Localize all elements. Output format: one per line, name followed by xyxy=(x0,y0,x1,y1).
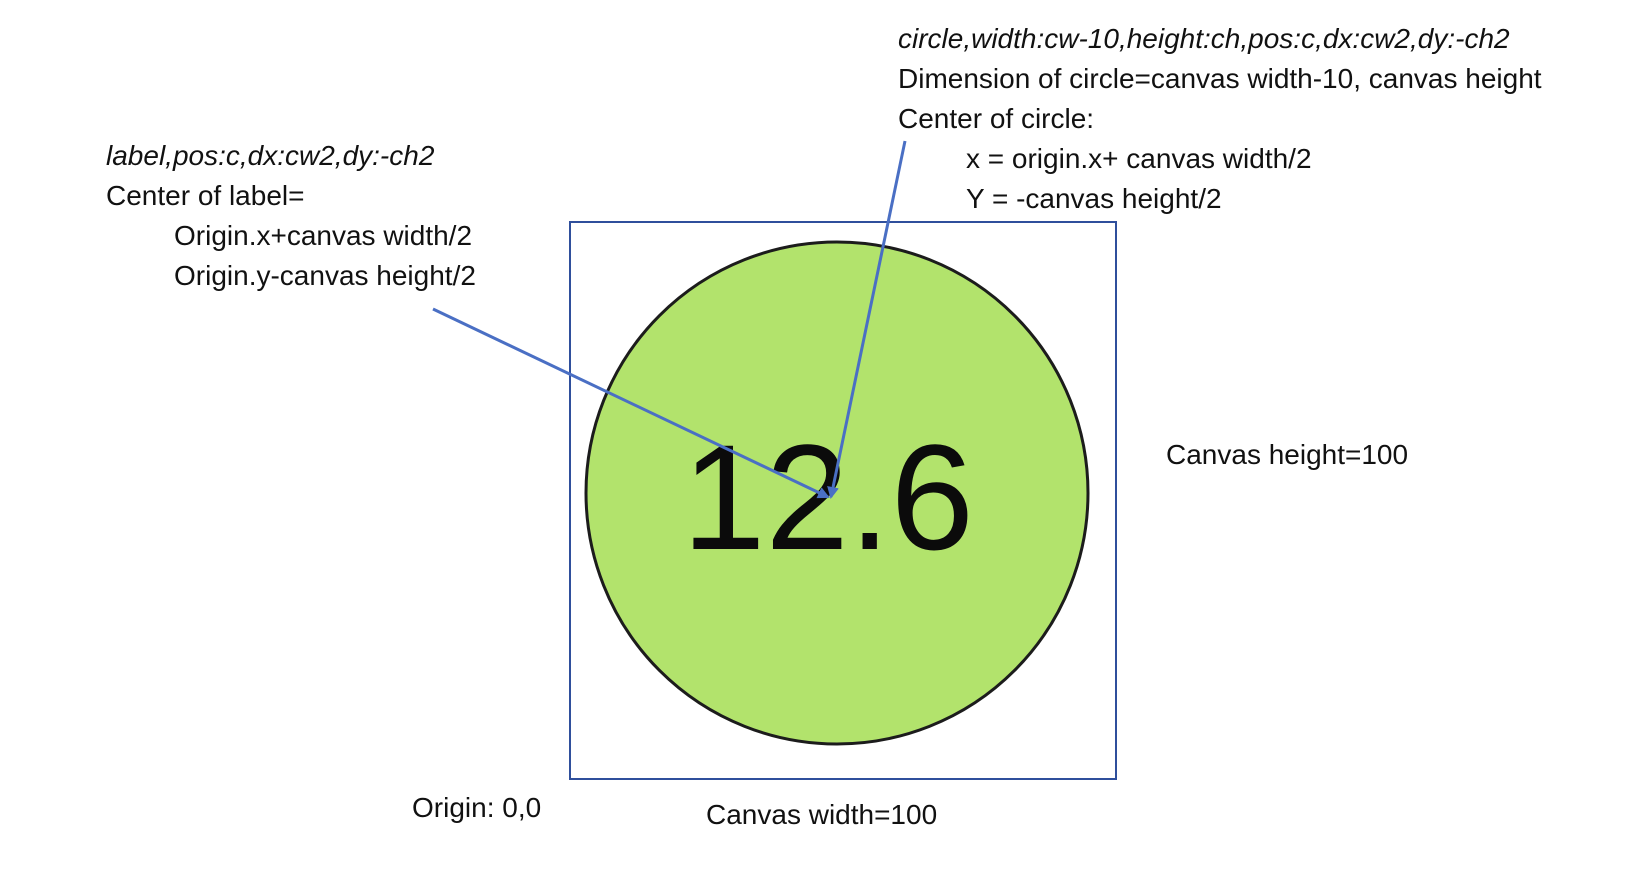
label-annotation-line3: Origin.y-canvas height/2 xyxy=(174,260,476,291)
canvas-width-label: Canvas width=100 xyxy=(706,799,938,830)
circle-center-arrow xyxy=(827,140,907,499)
canvas-height-label: Canvas height=100 xyxy=(1166,439,1409,470)
circle-annotation-line3: x = origin.x+ canvas width/2 xyxy=(966,143,1312,174)
origin-label: Origin: 0,0 xyxy=(412,792,542,823)
label-annotation: label,pos:c,dx:cw2,dy:-ch2 Center of lab… xyxy=(106,136,476,296)
circle-annotation-line2: Center of circle: xyxy=(898,103,1095,134)
circle-annotation-line4: Y = -canvas height/2 xyxy=(966,183,1222,214)
label-center-arrow xyxy=(432,307,830,499)
canvas-boundary xyxy=(569,221,1117,780)
circle-annotation-line1: Dimension of circle=canvas width-10, can… xyxy=(898,63,1542,94)
circle-annotation: circle,width:cw-10,height:ch,pos:c,dx:cw… xyxy=(898,19,1542,219)
label-annotation-line1: Center of label= xyxy=(106,180,305,211)
circle-annotation-code: circle,width:cw-10,height:ch,pos:c,dx:cw… xyxy=(898,23,1510,54)
label-annotation-code: label,pos:c,dx:cw2,dy:-ch2 xyxy=(106,140,435,171)
label-annotation-line2: Origin.x+canvas width/2 xyxy=(174,220,473,251)
